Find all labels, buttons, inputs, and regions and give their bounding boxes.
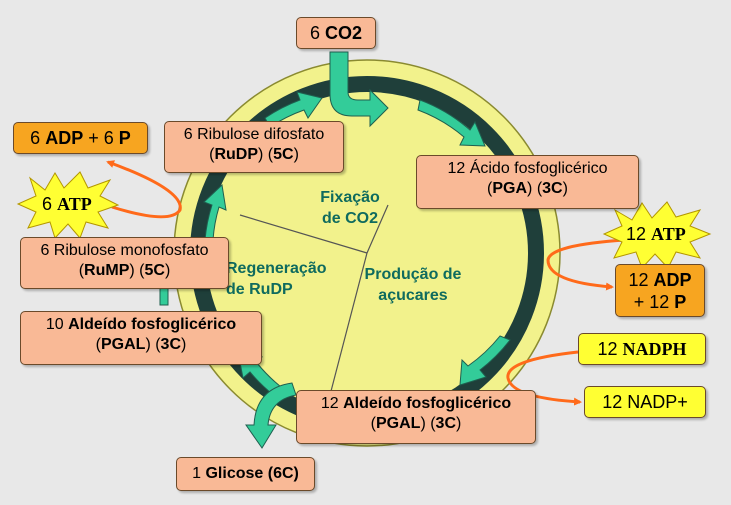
adp-left-pnum: 6: [103, 128, 114, 148]
nadp-name: NADP+: [627, 392, 688, 412]
adp-left-p: P: [118, 128, 131, 148]
rudp-line1: 6 Ribulose difosfato: [183, 126, 325, 143]
atp-right-text: 12 ATP: [626, 224, 686, 245]
rump-carbons: 5C: [144, 262, 165, 279]
adp-right-p: P: [674, 292, 687, 312]
glucose-box: 1 Glicose (6C): [176, 457, 315, 491]
pgal-bottom-carbons: 3C: [435, 415, 456, 432]
adp-right-adp: ADP: [653, 270, 692, 290]
arrow-left-mid: [203, 183, 227, 241]
atp-right-num: 12: [626, 224, 647, 244]
rudp-abbr: RuDP: [214, 146, 258, 163]
phase-dividers: [239, 204, 389, 396]
pga-num: 12: [447, 160, 466, 177]
nadp-box: 12 NADP+: [584, 386, 706, 418]
atp-left-name: ATP: [57, 194, 92, 214]
arrow-right: [459, 335, 511, 386]
pgal-bottom-abbr: PGAL: [375, 415, 421, 432]
glucose-name: Glicose: [205, 465, 264, 482]
pgal-left-carbons: 3C: [160, 336, 181, 353]
adp-right-box: 12 ADP + 12 P: [615, 264, 705, 317]
pgal-left-name: Aldeído fosfoglicérico: [68, 316, 237, 333]
phase-fixation-line1: Fixação: [320, 189, 380, 206]
atp-right-name: ATP: [651, 224, 686, 244]
rudp-box: 6 Ribulose difosfato (RuDP) (5C): [164, 121, 344, 173]
co2-num: 6: [309, 23, 320, 43]
connector-atp-right: [546, 238, 626, 291]
rump-box: 6 Ribulose monofosfato (RuMP) (5C): [20, 237, 229, 289]
phase-sugar-line2: açucares: [378, 287, 448, 304]
pgal-bottom-name: Aldeído fosfoglicérico: [343, 395, 512, 412]
connector-nadph: [506, 350, 582, 406]
rump-line1: 6 Ribulose monofosfato: [40, 242, 209, 259]
pga-box: 12 Ácido fosfoglicérico (PGA) (3C): [416, 155, 639, 209]
pgal-bottom-box: 12 Aldeído fosfoglicérico (PGAL) (3C): [296, 390, 536, 444]
nadp-num: 12: [602, 392, 623, 412]
pgal-left-box: 10 Aldeído fosfoglicérico (PGAL) (3C): [20, 311, 262, 365]
pgal-left-abbr: PGAL: [100, 336, 146, 353]
glucose-exit-arrow: [245, 382, 297, 449]
energy-connectors: [106, 160, 626, 406]
co2-entry-arrow: [329, 51, 389, 128]
atp-left-num: 6: [42, 194, 53, 214]
atp-right-burst: [602, 201, 712, 269]
phase-fixation-label: Fixação de CO2: [302, 187, 398, 229]
adp-left-plus: +: [88, 128, 99, 148]
pga-name: Ácido fosfoglicérico: [469, 160, 608, 177]
phase-sugar-label: Produção de açucares: [358, 264, 468, 306]
atp-left-text: 6 ATP: [42, 194, 92, 215]
phase-sugar-line1: Produção de: [364, 266, 462, 283]
adp-right-num: 12: [628, 270, 649, 290]
nadph-num: 12: [597, 339, 618, 359]
pga-carbons: 3C: [542, 180, 563, 197]
adp-right-plus: +: [633, 292, 645, 312]
glucose-num: 1: [192, 465, 202, 482]
connector-atp-left: [106, 160, 182, 219]
nadph-name: NADPH: [622, 339, 687, 359]
phase-regeneration-line1: Regeneração: [226, 260, 327, 277]
nadph-box: 12 NADPH: [578, 333, 706, 365]
adp-left-box: 6 ADP + 6 P: [13, 122, 148, 154]
glucose-formula: (6C): [267, 465, 299, 482]
adp-left-adp: ADP: [45, 128, 84, 148]
rudp-carbons: 5C: [273, 146, 294, 163]
atp-left-burst: [16, 171, 120, 239]
co2-input-box: 6 CO2: [296, 17, 376, 49]
rump-abbr: RuMP: [84, 262, 130, 279]
pgal-left-num: 10: [45, 316, 64, 333]
co2-formula: CO2: [325, 23, 363, 43]
arrow-top-right: [417, 99, 486, 147]
pgal-bottom-num: 12: [320, 395, 339, 412]
adp-right-pnum: 12: [649, 292, 670, 312]
pga-abbr: PGA: [492, 180, 528, 197]
phase-fixation-line2: de CO2: [321, 210, 378, 227]
adp-left-num: 6: [30, 128, 41, 148]
phase-regeneration-label: Regeneração de RuDP: [226, 258, 338, 300]
phase-regeneration-line2: de RuDP: [226, 281, 293, 298]
